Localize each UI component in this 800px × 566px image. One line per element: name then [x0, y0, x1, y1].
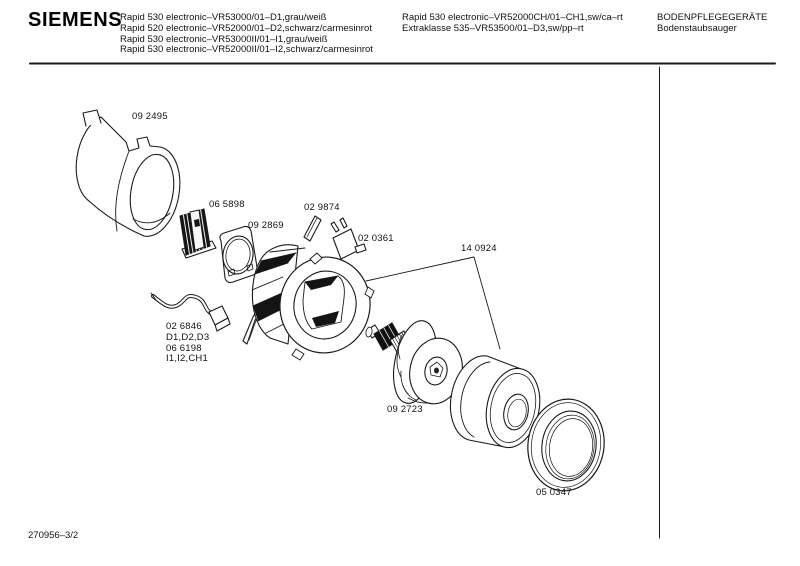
part-label-seal-plate: 09 2869 — [248, 220, 284, 231]
housing-shell-drawing — [75, 109, 181, 237]
part-label-cable-number-2: 06 6198 — [166, 342, 202, 354]
part-label-cable-variants: D1,D2,D3 — [166, 331, 210, 343]
model-line: Rapid 530 electronic–VR53000/01–D1,grau/… — [120, 12, 327, 23]
doc-number: 270956–3/2 — [28, 530, 79, 541]
part-label-cable-variants-2: I1,I2,CH1 — [166, 353, 208, 365]
fan-impeller-drawing — [393, 320, 463, 405]
model-line: Extraklasse 535–VR53500/01–D3,sw/pp–rt — [402, 22, 584, 34]
filter-grid-drawing — [179, 208, 217, 259]
part-label-motor-unit: 14 0924 — [461, 243, 497, 254]
part-label-cable-number: 02 6846 — [166, 321, 202, 332]
model-line: Rapid 530 electronic–VR52000II/01–I2,sch… — [120, 44, 373, 56]
category-title: BODENPFLEGEGERÄTE — [657, 12, 768, 23]
seal-ring-drawing — [527, 398, 605, 492]
pin-drawing — [303, 215, 322, 242]
model-line: Rapid 530 electronic–VR52000CH/01–CH1,sw… — [402, 12, 623, 23]
seal-plate-drawing — [219, 225, 259, 284]
cable-drawing — [150, 292, 231, 332]
part-label-housing: 09 2495 — [132, 111, 168, 122]
brand-logo: SIEMENS — [28, 9, 123, 31]
suppressor-drawing — [330, 217, 367, 260]
model-list-left: Rapid 530 electronic–VR53000/01–D1,grau/… — [120, 12, 373, 56]
part-label-seal-ring: 05 0347 — [536, 487, 572, 498]
category-block: BODENPFLEGEGERÄTE Bodenstaubsauger — [657, 12, 768, 35]
category-subtitle: Bodenstaubsauger — [657, 22, 737, 34]
part-label-cable-block: 02 6846 D1,D2,D3 06 6198 I1,I2,CH1 — [166, 321, 210, 365]
part-label-pin: 02 9874 — [304, 202, 340, 213]
part-label-fan: 09 2723 — [387, 404, 423, 415]
model-line: Rapid 520 electronic–VR52000/01–D2,schwa… — [120, 22, 372, 34]
part-label-suppressor: 02 0361 — [358, 233, 394, 244]
model-list-right: Rapid 530 electronic–VR52000CH/01–CH1,sw… — [402, 12, 623, 35]
fan-housing-drawing — [449, 355, 541, 449]
part-label-filter-grid: 06 5898 — [209, 199, 245, 210]
model-line: Rapid 530 electronic–VR53000II/01–I1,gra… — [120, 33, 328, 45]
motor-assembly-drawing — [251, 244, 375, 361]
leader-lines — [365, 256, 501, 350]
